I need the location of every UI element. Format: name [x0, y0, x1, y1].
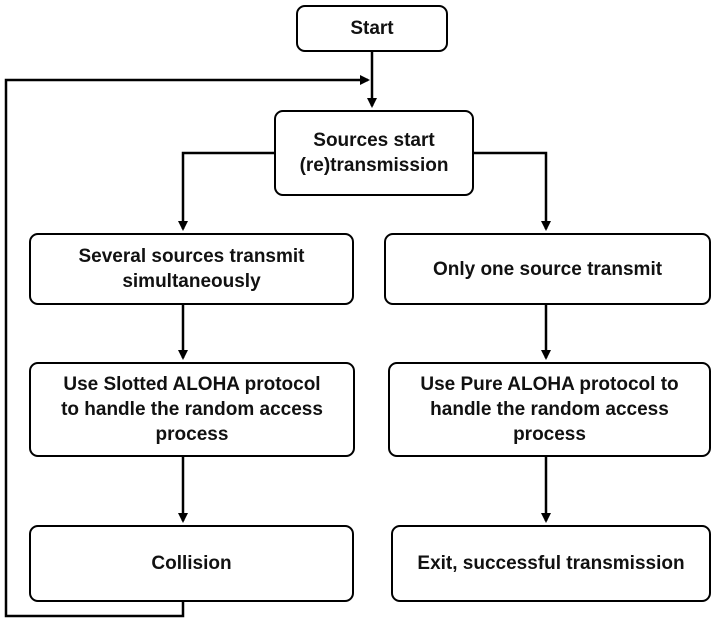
several-sources-node: Several sources transmit simultaneously — [29, 233, 354, 305]
exit-success-node: Exit, successful transmission — [391, 525, 711, 602]
slotted-aloha-node: Use Slotted ALOHA protocol to handle the… — [29, 362, 355, 457]
start-node: Start — [296, 5, 448, 52]
sources-start-node: Sources start (re)transmission — [274, 110, 474, 196]
only-one-source-node-label: Only one source transmit — [432, 258, 663, 280]
edge-sources-to-several — [178, 151, 274, 231]
pure-aloha-node-label: Use Pure ALOHA protocol to handle the ra… — [420, 374, 679, 445]
collision-node-label: Collision — [151, 553, 232, 574]
slotted-aloha-node-label: Use Slotted ALOHA protocol to handle the… — [61, 374, 323, 445]
edge-sources-to-only-one — [474, 151, 551, 231]
sources-start-node-label: Sources start (re)transmission — [299, 130, 449, 176]
exit-success-node-label: Exit, successful transmission — [417, 553, 685, 574]
pure-aloha-node: Use Pure ALOHA protocol to handle the ra… — [388, 362, 711, 457]
several-sources-node-label: Several sources transmit simultaneously — [78, 246, 305, 292]
collision-node: Collision — [29, 525, 354, 602]
edge-collision-loop-back — [4, 75, 370, 618]
only-one-source-node: Only one source transmit — [384, 233, 711, 305]
start-node-label: Start — [350, 18, 394, 39]
